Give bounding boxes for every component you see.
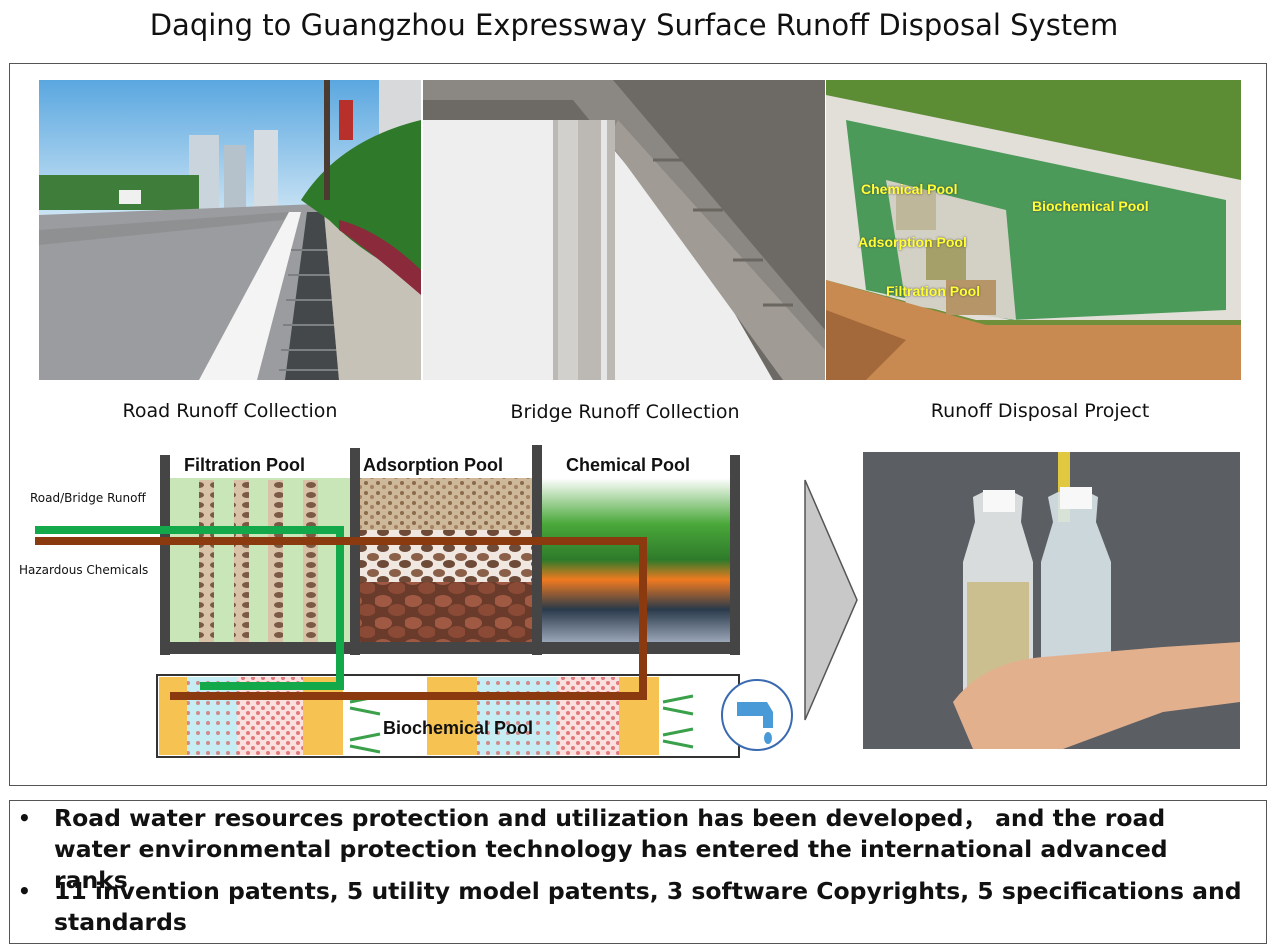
road-runoff-photo <box>39 80 421 380</box>
bullet-item: • 11 invention patents, 5 utility model … <box>18 876 1248 938</box>
caption-runoff-project: Runoff Disposal Project <box>930 400 1150 422</box>
bullet-text: Road water resources protection and util… <box>54 804 1168 894</box>
label-hazardous-chemicals: Hazardous Chemicals <box>19 563 149 577</box>
bridge-runoff-photo <box>423 80 825 380</box>
bullet-dot-icon: • <box>18 806 31 830</box>
photo-label-adsorption-pool: Adsorption Pool <box>858 234 967 250</box>
caption-road-runoff: Road Runoff Collection <box>122 400 338 422</box>
hazard-pipe <box>35 537 647 700</box>
bullet-item: • Road water resources protection and ut… <box>18 803 1248 896</box>
diagram-label-adsorption-pool: Adsorption Pool <box>363 455 503 475</box>
bullet-text: 11 invention patents, 5 utility model pa… <box>54 877 1242 936</box>
bullet-dot-icon: • <box>18 879 31 903</box>
main-panel <box>9 63 1267 786</box>
result-arrow <box>803 478 859 722</box>
label-road-bridge-runoff: Road/Bridge Runoff <box>30 491 146 505</box>
diagram-label-filtration-pool: Filtration Pool <box>184 455 305 475</box>
runoff-disposal-project-photo <box>826 80 1241 380</box>
summary-panel: • Road water resources protection and ut… <box>9 800 1267 944</box>
photo-label-filtration-pool: Filtration Pool <box>886 283 981 299</box>
diagram-label-biochemical-pool: Biochemical Pool <box>383 718 534 738</box>
filtration-pool-fill <box>165 478 350 646</box>
process-diagram <box>15 440 800 765</box>
photo-label-chemical-pool: Chemical Pool <box>861 181 958 197</box>
runoff-pipe <box>35 526 344 690</box>
caption-bridge-runoff: Bridge Runoff Collection <box>510 401 740 423</box>
photo-label-biochemical-pool: Biochemical Pool <box>1032 198 1149 214</box>
water-sample-photo <box>863 452 1240 749</box>
page-title: Daqing to Guangzhou Expressway Surface R… <box>149 8 1119 42</box>
diagram-label-chemical-pool: Chemical Pool <box>566 455 691 475</box>
